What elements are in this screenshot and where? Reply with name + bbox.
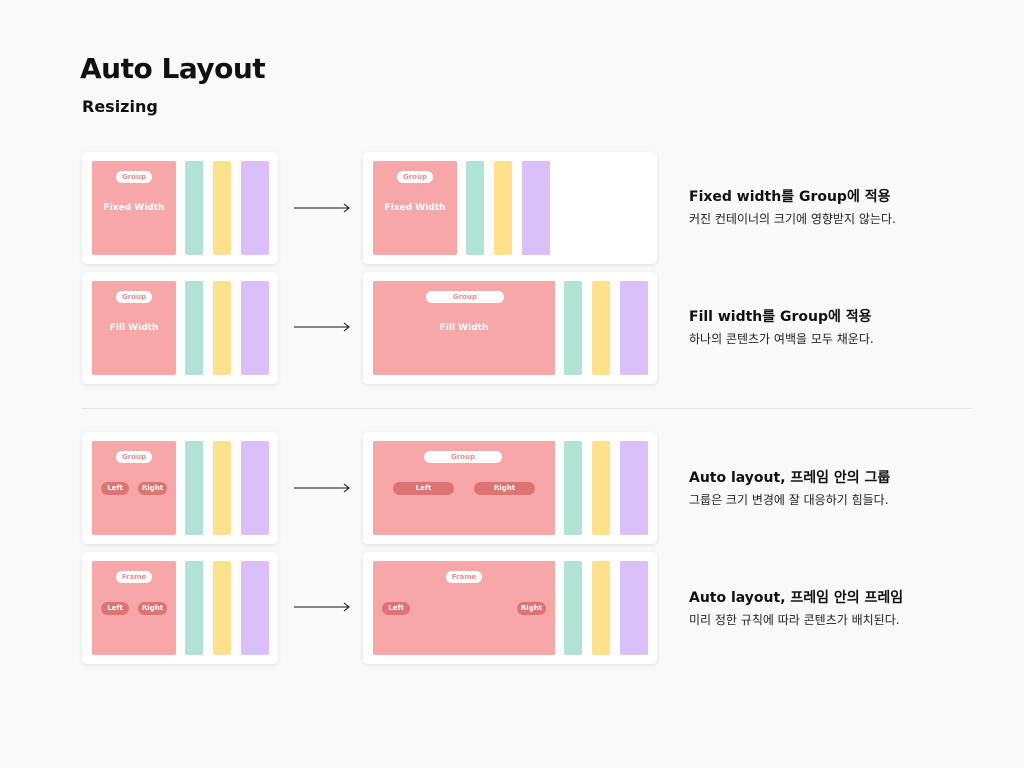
right-pill: Right: [138, 602, 167, 615]
purple-bar: [620, 441, 648, 535]
group-tag: Group: [424, 451, 502, 463]
desc-text: 커진 컨테이너의 크기에 영향받지 않는다.: [689, 212, 896, 226]
arrow-right-icon: [294, 322, 350, 332]
left-pill: Left: [101, 602, 129, 615]
before-card-fixed-width: Group Fixed Width: [82, 152, 278, 264]
frame-box: Frame Left Right: [92, 561, 176, 655]
arrow-right-icon: [294, 483, 350, 493]
group-label: Fill Width: [439, 323, 489, 333]
purple-bar: [620, 561, 648, 655]
yellow-bar: [592, 561, 610, 655]
group-tag: Group: [116, 451, 152, 463]
teal-bar: [564, 561, 582, 655]
before-card-group-in-frame: Group Left Right: [82, 432, 278, 544]
group-box: Group Left Right: [373, 441, 555, 535]
group-tag: Group: [397, 171, 433, 183]
after-card-fill-width: Group Fill Width: [363, 272, 657, 384]
arrow-right-icon: [294, 203, 350, 213]
group-label: Fill Width: [109, 323, 159, 333]
group-box: Group Fill Width: [373, 281, 555, 375]
left-pill: Left: [101, 482, 129, 495]
desc-text: 하나의 콘텐츠가 여백을 모두 채운다.: [689, 332, 874, 346]
yellow-bar: [494, 161, 512, 255]
yellow-bar: [213, 441, 231, 535]
purple-bar: [241, 161, 269, 255]
desc-text: 미리 정한 규칙에 따라 콘텐츠가 배치된다.: [689, 613, 900, 627]
teal-bar: [185, 561, 203, 655]
teal-bar: [564, 281, 582, 375]
purple-bar: [241, 281, 269, 375]
desc-title: Fill width를 Group에 적용: [689, 309, 872, 325]
page-subtitle: Resizing: [82, 97, 158, 116]
teal-bar: [185, 161, 203, 255]
before-card-fill-width: Group Fill Width: [82, 272, 278, 384]
left-pill: Left: [393, 482, 454, 495]
group-box: Group Left Right: [92, 441, 176, 535]
yellow-bar: [213, 561, 231, 655]
desc-text: 그룹은 크기 변경에 잘 대응하기 힘들다.: [689, 493, 889, 507]
yellow-bar: [213, 161, 231, 255]
right-pill: Right: [474, 482, 535, 495]
left-pill: Left: [382, 602, 410, 615]
desc-title: Auto layout, 프레임 안의 프레임: [689, 590, 904, 606]
teal-bar: [466, 161, 484, 255]
group-tag: Group: [116, 171, 152, 183]
teal-bar: [185, 281, 203, 375]
after-card-fixed-width: Group Fixed Width: [363, 152, 657, 264]
desc-title: Fixed width를 Group에 적용: [689, 189, 891, 205]
right-pill: Right: [517, 602, 546, 615]
section-divider: [82, 408, 972, 409]
arrow-right-icon: [294, 602, 350, 612]
desc-title: Auto layout, 프레임 안의 그룹: [689, 470, 891, 486]
after-card-group-in-frame: Group Left Right: [363, 432, 657, 544]
purple-bar: [241, 441, 269, 535]
after-card-frame-in-frame: Frame Left Right: [363, 552, 657, 664]
page-title: Auto Layout: [80, 52, 266, 85]
group-tag: Group: [426, 291, 504, 303]
yellow-bar: [592, 441, 610, 535]
frame-box: Frame Left Right: [373, 561, 555, 655]
purple-bar: [522, 161, 550, 255]
teal-bar: [564, 441, 582, 535]
before-card-frame-in-frame: Frame Left Right: [82, 552, 278, 664]
teal-bar: [185, 441, 203, 535]
right-pill: Right: [138, 482, 167, 495]
group-tag: Group: [116, 291, 152, 303]
yellow-bar: [592, 281, 610, 375]
group-box: Group Fixed Width: [373, 161, 457, 255]
yellow-bar: [213, 281, 231, 375]
frame-tag: Frame: [116, 571, 152, 583]
group-box: Group Fixed Width: [92, 161, 176, 255]
purple-bar: [620, 281, 648, 375]
purple-bar: [241, 561, 269, 655]
group-label: Fixed Width: [384, 203, 446, 213]
frame-tag: Frame: [446, 571, 482, 583]
group-box: Group Fill Width: [92, 281, 176, 375]
group-label: Fixed Width: [103, 203, 165, 213]
